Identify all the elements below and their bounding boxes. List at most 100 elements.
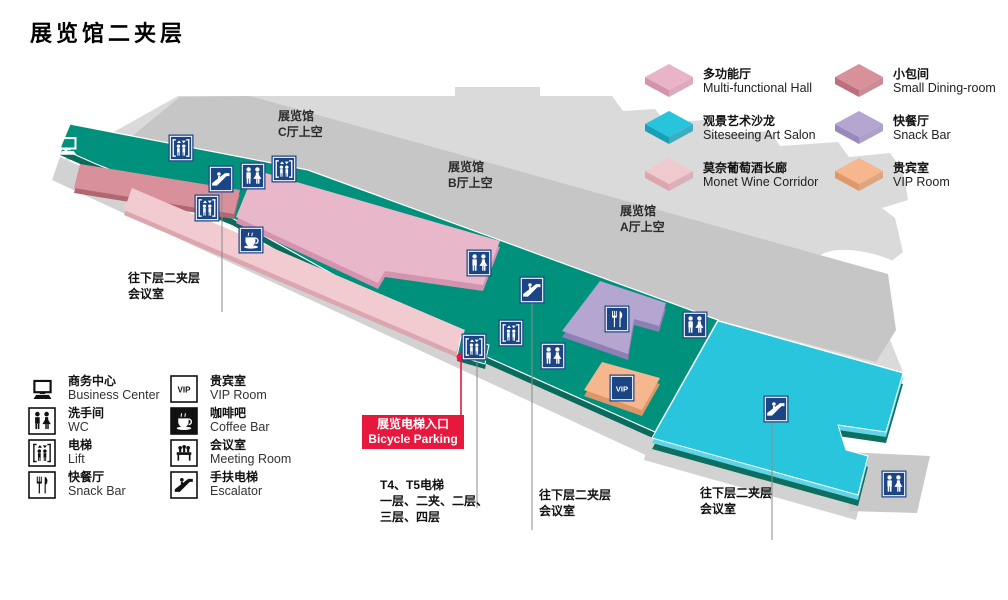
facility-legend-zh: 电梯 <box>68 438 93 452</box>
facility-legend-en: Lift <box>68 452 85 466</box>
wc-icon <box>28 407 56 435</box>
wc-icon <box>466 249 492 277</box>
coffee-icon <box>238 226 264 254</box>
wc-icon <box>240 162 266 190</box>
map-annotation: 往下层二夹层会议室 <box>700 485 772 517</box>
facility-legend-zh: 洗手间 <box>68 406 105 420</box>
facility-legend-zh: 咖啡吧 <box>210 406 247 420</box>
callout-zh: 展览电梯入口 <box>376 417 449 431</box>
vip-icon <box>170 375 198 403</box>
facility-legend-en: Meeting Room <box>210 452 292 466</box>
area-swatch-diamond-icon <box>835 111 883 144</box>
annotation-line: 会议室 <box>539 504 576 518</box>
wc-icon <box>881 470 907 498</box>
escalator-icon <box>170 471 198 499</box>
escalator-icon <box>208 165 234 193</box>
wc-icon <box>682 311 708 339</box>
area-swatch-diamond-icon <box>645 64 693 97</box>
hall-label-line2: C厅上空 <box>278 125 323 139</box>
hall-void-label: 展览馆 B厅上空 <box>448 159 493 191</box>
map-annotation: T4、T5电梯一层、二夹、二层、三层、四层 <box>380 477 488 525</box>
facility-legend-en: Business Center <box>68 388 160 402</box>
cutlery-icon <box>604 305 630 333</box>
wc-icon <box>540 342 566 370</box>
area-swatch-diamond-icon <box>645 111 693 144</box>
lift-icon <box>194 194 220 222</box>
facility-legend-en: WC <box>68 420 89 434</box>
coffee-icon <box>170 407 198 435</box>
annotation-line: 三层、四层 <box>380 510 441 524</box>
facility-legend-zh: 手扶电梯 <box>210 470 259 484</box>
area-legend-zh: 多功能厅 <box>703 66 752 81</box>
area-legend-en: Multi-functional Hall <box>703 80 813 95</box>
map-annotation: 往下层二夹层会议室 <box>539 487 611 519</box>
escalator-icon <box>519 276 545 304</box>
hall-label-line1: 展览馆 <box>448 160 485 174</box>
area-legend-zh: 小包间 <box>893 66 930 81</box>
lift-icon <box>461 333 487 361</box>
area-swatch-diamond-icon <box>835 158 883 191</box>
facility-legend-zh: 商务中心 <box>68 374 117 388</box>
meeting-icon <box>170 439 198 467</box>
map-annotation: 往下层二夹层会议室 <box>128 270 200 302</box>
facility-legend-zh: 会议室 <box>210 438 247 452</box>
area-legend-en: VIP Room <box>893 174 950 189</box>
facility-legend-en: Coffee Bar <box>210 420 270 434</box>
area-legend-zh: 贵宾室 <box>893 160 930 175</box>
annotation-line: 往下层二夹层 <box>539 488 612 502</box>
computer-icon <box>32 379 53 401</box>
lift-icon <box>28 439 56 467</box>
hall-void-slab <box>115 96 896 362</box>
area-swatch-diamond-icon <box>645 158 693 191</box>
facility-legend-en: Escalator <box>210 484 263 498</box>
annotation-line: 往下层二夹层 <box>128 271 201 285</box>
lift-icon <box>168 134 194 162</box>
area-legend-en: Siteseeing Art Salon <box>703 127 816 142</box>
hall-void-label: 展览馆 C厅上空 <box>278 108 323 140</box>
area-legend-zh: 莫奈葡萄酒长廊 <box>703 160 788 175</box>
hall-label-line2: B厅上空 <box>448 176 493 190</box>
cutlery-icon <box>28 471 56 499</box>
page-title: 展览馆二夹层 <box>30 21 187 46</box>
facility-legend-zh: 快餐厅 <box>68 470 105 484</box>
annotation-line: 往下层二夹层 <box>700 486 773 500</box>
area-legend-en: Small Dining-room <box>893 80 996 95</box>
area-legend-en: Monet Wine Corridor <box>703 174 819 189</box>
callout-en: Bicycle Parking <box>368 432 458 446</box>
hall-label-line1: 展览馆 <box>278 109 315 123</box>
lift-icon <box>498 319 524 347</box>
facility-legend-en: VIP Room <box>210 388 267 402</box>
area-legend-zh: 快餐厅 <box>893 113 930 128</box>
area-legend-en: Snack Bar <box>893 127 951 142</box>
area-legend-zh: 观景艺术沙龙 <box>703 113 776 128</box>
